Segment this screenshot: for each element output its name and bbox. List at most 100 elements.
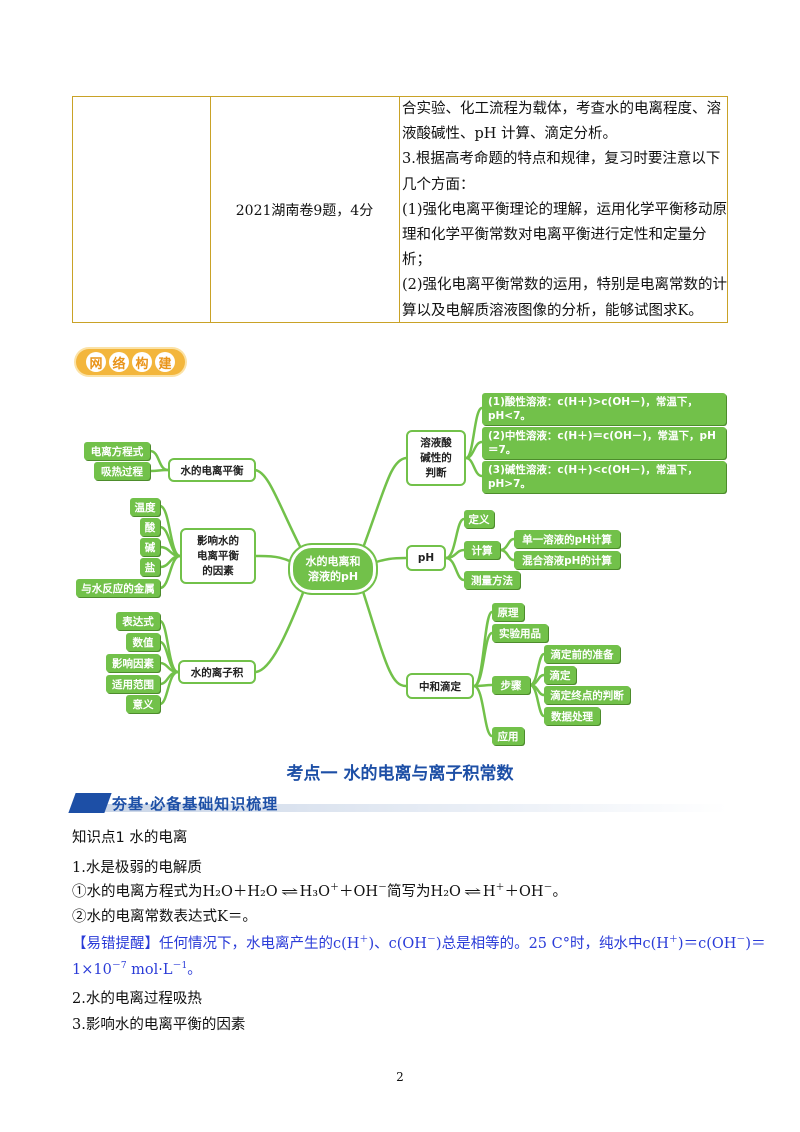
text-line: 2.水的电离过程吸热 bbox=[72, 991, 202, 1007]
info-table: 2021湖南卷9题，4分 合实验、化工流程为载体，考查水的电离程度、溶 液酸碱性… bbox=[72, 96, 728, 323]
node-prep: 滴定前的准备 bbox=[544, 645, 620, 663]
tip-line: 【易错提醒】任何情况下，水电离产生的c(H＋)、c(OH－)总是相等的。25 C… bbox=[72, 932, 766, 953]
text-line: ②水的电离常数表达式K＝。 bbox=[72, 909, 257, 925]
node-equation: 电离方程式 bbox=[84, 442, 150, 460]
center-node-line: 水的电离和 bbox=[305, 555, 361, 568]
superscript: － bbox=[426, 935, 436, 946]
node-titrate: 滴定 bbox=[544, 666, 576, 684]
badge-char: 构 bbox=[132, 352, 152, 372]
table-cell-empty bbox=[73, 97, 211, 322]
superscript: ＋ bbox=[329, 883, 339, 894]
node-temperature: 温度 bbox=[130, 498, 160, 516]
node-acidity: 溶液酸 碱性的 判断 bbox=[406, 430, 466, 486]
page-title: 考点一 水的电离与离子积常数 bbox=[286, 764, 514, 784]
node-factors-line: 的因素 bbox=[202, 564, 234, 577]
node-factors-line: 电离平衡 bbox=[197, 549, 239, 562]
node-calc: 计算 bbox=[464, 541, 500, 559]
node-influence: 影响因素 bbox=[106, 654, 160, 672]
node-acidity-line: 判断 bbox=[425, 466, 447, 479]
node-single-ph: 单一溶液的pH计算 bbox=[514, 530, 620, 548]
node-salt: 盐 bbox=[140, 558, 160, 576]
page-number: 2 bbox=[396, 1070, 404, 1084]
node-data: 数据处理 bbox=[544, 707, 600, 725]
node-factors-line: 影响水的 bbox=[197, 534, 239, 547]
text-span: )＝ bbox=[745, 936, 766, 952]
analysis-text: 合实验、化工流程为载体，考查水的电离程度、溶 液酸碱性、pH 计算、滴定分析。 … bbox=[402, 97, 728, 324]
tip-line: 1×10－7 mol·L－1。 bbox=[72, 958, 202, 979]
node-steps: 步骤 bbox=[492, 676, 530, 694]
node-acidity-line: 溶液酸 bbox=[420, 436, 452, 449]
superscript: － bbox=[543, 883, 553, 894]
node-principle: 原理 bbox=[492, 603, 524, 621]
node-definition: 定义 bbox=[464, 510, 494, 528]
text-span: 。 bbox=[187, 962, 202, 978]
node-kw: 水的离子积 bbox=[178, 660, 256, 684]
text-span: H₃O bbox=[299, 884, 330, 900]
center-node: 水的电离和 溶液的pH bbox=[290, 545, 376, 593]
node-titration: 中和滴定 bbox=[406, 673, 474, 699]
badge-char: 网 bbox=[86, 352, 106, 372]
equation-line: ①水的电离方程式为H₂O＋H₂O⇌H₃O＋＋OH－简写为H₂O⇌H＋＋OH－。 bbox=[72, 880, 567, 901]
node-expression: 表达式 bbox=[116, 612, 160, 630]
analysis-line: 液酸碱性、pH 计算、滴定分析。 bbox=[402, 126, 618, 143]
text-span: ＋OH bbox=[504, 884, 544, 900]
text-span: 【易错提醒】任何情况下，水电离产生的c(H bbox=[72, 936, 360, 952]
node-meaning: 意义 bbox=[126, 695, 160, 713]
text-span: mol·L bbox=[126, 962, 173, 978]
analysis-line: 合实验、化工流程为载体，考查水的电离程度、溶 bbox=[402, 101, 721, 117]
knowledge-point-title: 知识点1 水的电离 bbox=[72, 830, 188, 846]
superscript: － bbox=[378, 883, 388, 894]
node-measure: 测量方法 bbox=[464, 571, 520, 589]
analysis-line: (2)强化电离平衡常数的运用，特别是电离常数的计 bbox=[402, 277, 728, 294]
node-scope: 适用范围 bbox=[106, 675, 160, 693]
text-span: ＋OH bbox=[338, 884, 379, 900]
node-basic: (3)碱性溶液：c(H＋)<c(OH－)，常温下，pH>7。 bbox=[482, 461, 726, 493]
center-node-line: 溶液的pH bbox=[307, 570, 359, 583]
analysis-line: (1)强化电离平衡理论的理解，运用化学平衡移动原 bbox=[402, 201, 728, 218]
equilibrium-arrow-icon: ⇌ bbox=[463, 885, 481, 900]
text-span: )总是相等的。25 C°时，纯水中c(H bbox=[435, 936, 669, 952]
analysis-line: 析； bbox=[402, 252, 431, 269]
node-endpoint: 滴定终点的判断 bbox=[544, 686, 630, 704]
node-acidic: (1)酸性溶液：c(H＋)>c(OH－)，常温下，pH<7。 bbox=[482, 393, 726, 425]
text-span: ①水的电离方程式为H₂O＋H₂O bbox=[72, 884, 278, 900]
mind-map: 水的电离和 溶液的pH 水的电离平衡 电离方程式 吸热过程 影响水的 电离平衡 … bbox=[0, 380, 800, 750]
text-span: )＝c(OH bbox=[677, 936, 737, 952]
node-acid: 酸 bbox=[140, 518, 160, 536]
node-factors: 影响水的 电离平衡 的因素 bbox=[180, 528, 256, 584]
node-mixed-ph: 混合溶液pH的计算 bbox=[514, 551, 620, 569]
badge-char: 络 bbox=[109, 352, 129, 372]
superscript: ＋ bbox=[495, 883, 505, 894]
table-cell-analysis: 合实验、化工流程为载体，考查水的电离程度、溶 液酸碱性、pH 计算、滴定分析。 … bbox=[399, 97, 729, 322]
text-span: 1×10 bbox=[72, 962, 112, 978]
node-neutral: (2)中性溶液：c(H＋)＝c(OH－)，常温下，pH＝7。 bbox=[482, 427, 726, 459]
table-cell-source: 2021湖南卷9题，4分 bbox=[210, 97, 400, 322]
mind-map-connectors bbox=[148, 406, 546, 738]
node-metal: 与水反应的金属 bbox=[76, 579, 160, 597]
text-span: )、c(OH bbox=[368, 936, 427, 952]
node-base: 碱 bbox=[140, 538, 160, 556]
text-span: H bbox=[482, 884, 496, 900]
superscript: － bbox=[736, 935, 746, 946]
badge-char: 建 bbox=[155, 352, 175, 372]
node-endothermic: 吸热过程 bbox=[94, 462, 150, 480]
node-acidity-line: 碱性的 bbox=[420, 451, 452, 464]
superscript: －1 bbox=[172, 961, 188, 972]
node-ionization-equilibrium: 水的电离平衡 bbox=[168, 458, 256, 482]
analysis-line: 几个方面： bbox=[402, 176, 475, 193]
analysis-line: 算以及电解质溶液图像的分析，能够试图求K。 bbox=[402, 302, 703, 319]
section-title: 夯基·必备基础知识梳理 bbox=[112, 795, 279, 813]
section-banner: 夯基·必备基础知识梳理 bbox=[68, 793, 728, 815]
analysis-line: 理和化学平衡常数对电离平衡进行定性和定量分 bbox=[402, 227, 707, 244]
node-value: 数值 bbox=[126, 633, 160, 651]
analysis-line: 3.根据高考命题的特点和规律，复习时要注意以下 bbox=[402, 151, 721, 168]
node-equipment: 实验用品 bbox=[492, 624, 548, 642]
text-line: 3.影响水的电离平衡的因素 bbox=[72, 1017, 246, 1033]
exam-source: 2021湖南卷9题，4分 bbox=[235, 202, 374, 219]
node-application: 应用 bbox=[492, 727, 524, 745]
text-span: 简写为H₂O bbox=[387, 884, 461, 900]
superscript: ＋ bbox=[668, 935, 678, 946]
network-badge: 网 络 构 建 bbox=[76, 348, 185, 376]
text-span: 。 bbox=[552, 884, 568, 900]
superscript: －7 bbox=[111, 961, 127, 972]
